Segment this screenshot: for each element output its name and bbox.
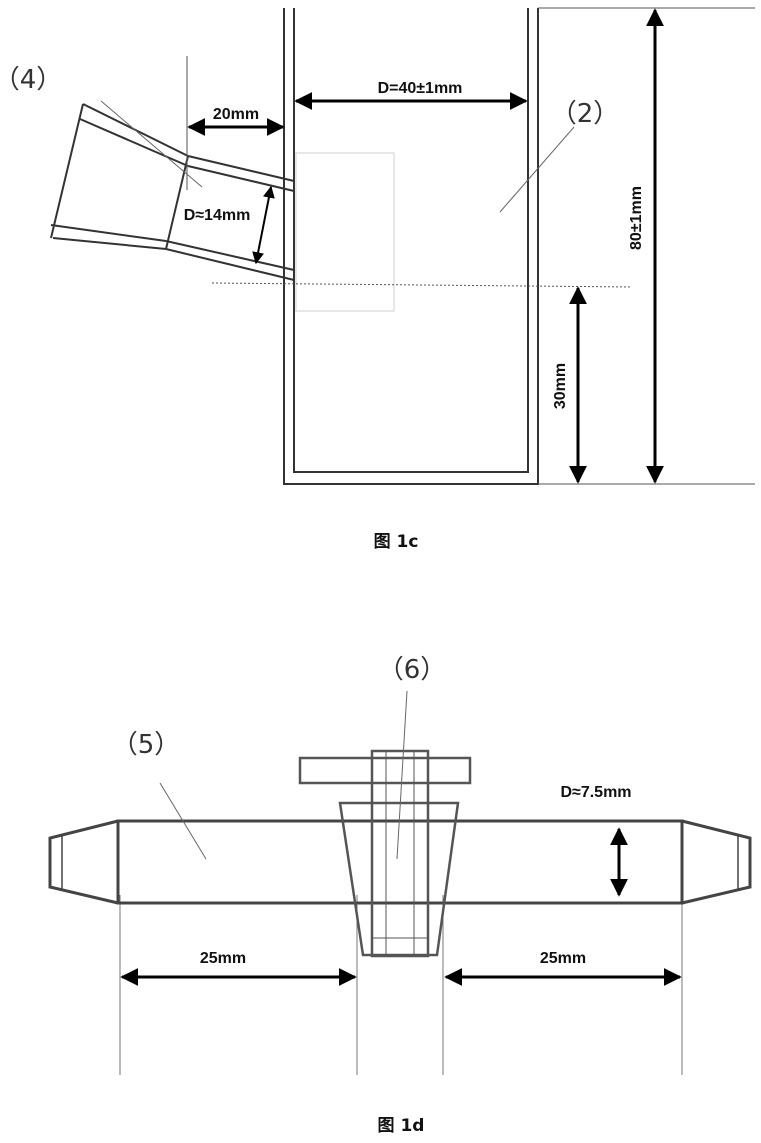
- callout-6: （6）: [378, 655, 447, 685]
- figure-caption-1d: 图 1d: [378, 1116, 425, 1136]
- dimension-arrows-1d: [120, 827, 682, 986]
- leader-line-2: [499, 126, 575, 213]
- reference-lines: [186, 7, 755, 485]
- callout-2: （2）: [551, 99, 620, 129]
- container-body: [283, 8, 539, 485]
- dim-label-right-length: 25mm: [540, 950, 586, 967]
- stopcock: [298, 749, 472, 958]
- callout-4: （4）: [0, 65, 62, 95]
- dim-label-spout-diameter: D≈14mm: [184, 207, 251, 224]
- faint-rectangle: [295, 152, 395, 312]
- dim-label-bottom-height: 30mm: [552, 363, 569, 409]
- leader-line-5: [159, 782, 207, 860]
- arrow-spout-diameter: [252, 185, 275, 265]
- callout-5: （5）: [112, 730, 181, 760]
- dim-label-tube-diameter: D≈7.5mm: [560, 784, 631, 801]
- dim-label-left-length: 25mm: [200, 950, 246, 967]
- dimension-arrows-1c: [187, 8, 664, 484]
- tube: [48, 819, 752, 905]
- dim-label-inner-diameter: D=40±1mm: [378, 80, 463, 97]
- dim-label-spout-length: 20mm: [213, 106, 259, 123]
- dim-label-height: 80±1mm: [628, 186, 645, 250]
- figure-caption-1c: 图 1c: [374, 532, 419, 552]
- figure-1d: D≈7.5mm 25mm 25mm （5） （6） 图 1d: [48, 655, 752, 1136]
- reference-lines-1d: [119, 895, 683, 1075]
- leader-line-4: [100, 100, 203, 188]
- leader-line-6: [396, 690, 408, 860]
- figure-1c: D=40±1mm 80±1mm 30mm 20mm D≈14mm （4） （2）…: [0, 7, 755, 552]
